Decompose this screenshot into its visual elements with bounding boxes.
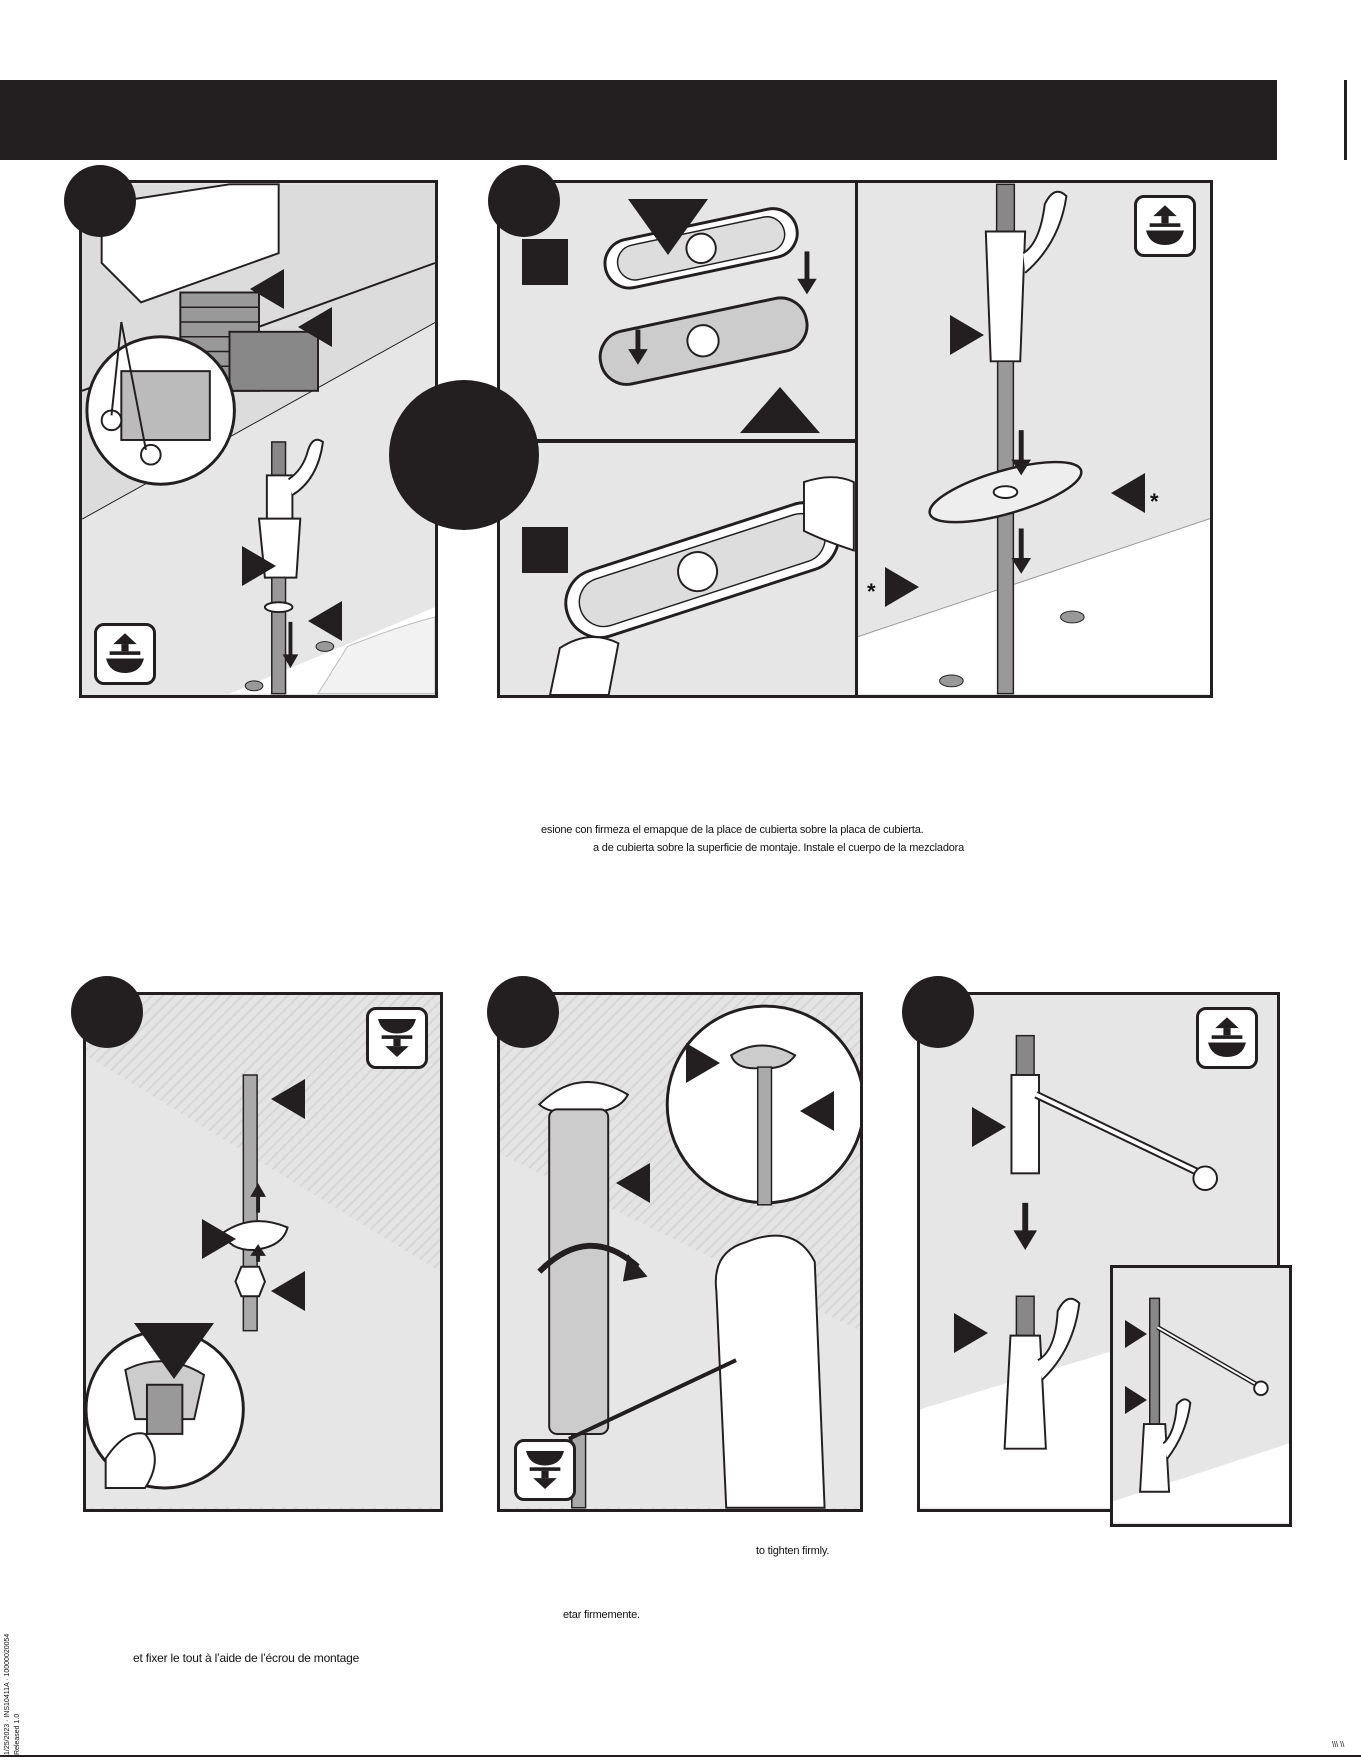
step2-number-circle — [488, 165, 560, 237]
header-banner — [0, 80, 1277, 160]
above-deck-icon — [1196, 1007, 1258, 1069]
document-code: 1/25/2023 · INS10411A · 10000020054 — [4, 1633, 11, 1755]
step3-illustration — [86, 1055, 440, 1508]
label-square-a — [522, 239, 568, 285]
pointer-triangle — [950, 315, 984, 355]
pointer-triangle — [271, 1271, 305, 1311]
label-square-b — [522, 527, 568, 573]
step2-panel-a — [497, 180, 858, 442]
step4-caption-es: etar firmemente. — [563, 1609, 640, 1621]
step4-panel — [497, 992, 863, 1512]
pointer-triangle — [885, 567, 919, 607]
pointer-triangle — [202, 1219, 236, 1259]
pointer-triangle — [1111, 473, 1145, 513]
above-deck-icon — [94, 623, 156, 685]
step5-number-circle — [902, 976, 974, 1048]
revision-label: Released 1.0 — [14, 1713, 21, 1755]
asterisk-mark: * — [867, 579, 876, 604]
page-marker: \\\ \\ — [1332, 1740, 1345, 1749]
step1-panel — [79, 180, 438, 698]
step2-panel-c: * * — [855, 180, 1213, 698]
step2-caption-line2: a de cubierta sobre la superficie de mon… — [593, 842, 965, 854]
step2-large-circle — [389, 380, 539, 530]
pointer-triangle — [686, 1043, 720, 1083]
step4-illustration — [500, 1004, 860, 1509]
pointer-triangle — [1125, 1320, 1147, 1348]
pointer-triangle — [954, 1313, 988, 1353]
pointer-triangle — [271, 1079, 305, 1119]
step3-panel — [83, 992, 443, 1512]
step2-caption-line1: esione con firmeza el emapque de la plac… — [541, 824, 924, 836]
pointer-triangle — [298, 307, 332, 347]
pointer-triangle — [1125, 1386, 1147, 1414]
step2-panel-b — [497, 440, 858, 698]
pointer-triangle — [250, 269, 284, 309]
step5-inset-panel — [1110, 1265, 1292, 1527]
pointer-triangle — [616, 1163, 650, 1203]
pointer-triangle — [134, 1323, 214, 1379]
above-deck-icon — [1134, 195, 1196, 257]
footer-rule — [0, 1755, 1361, 1757]
step3-caption-fr: et fixer le tout à l’aide de l’écrou de … — [133, 1651, 360, 1665]
pointer-triangle — [800, 1091, 834, 1131]
edge-mark — [1344, 80, 1347, 160]
pointer-triangle — [740, 387, 820, 433]
step4-number-circle — [487, 976, 559, 1048]
step3-number-circle — [71, 976, 143, 1048]
asterisk-mark: * — [1150, 489, 1159, 514]
step2b-illustration — [549, 476, 855, 695]
step5-inset-illustration — [1113, 1297, 1289, 1523]
step1-illustration — [82, 183, 435, 695]
below-deck-icon — [366, 1007, 428, 1069]
pointer-triangle — [242, 546, 276, 586]
pointer-triangle — [628, 199, 708, 255]
step4-caption-en: to tighten firmly. — [756, 1545, 830, 1557]
below-deck-icon — [514, 1439, 576, 1501]
step1-number-circle — [64, 165, 136, 237]
step2c-illustration — [858, 183, 1210, 695]
pointer-triangle — [308, 601, 342, 641]
pointer-triangle — [972, 1107, 1006, 1147]
